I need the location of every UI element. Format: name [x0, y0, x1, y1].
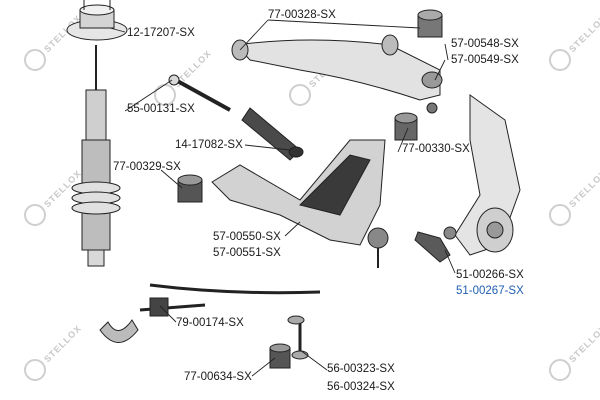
part-label: 79-00174-SX	[176, 317, 244, 329]
part-label: 56-00324-SX	[327, 381, 395, 393]
part-label-highlighted: 51-00267-SX	[456, 285, 524, 297]
bushing-330-part	[394, 112, 418, 141]
upper-control-arm-part	[231, 34, 443, 114]
part-label: 77-00328-SX	[268, 9, 336, 21]
part-label: 77-00329-SX	[113, 161, 181, 173]
steering-knuckle-part	[454, 94, 521, 256]
part-label: 77-00330-SX	[402, 143, 470, 155]
stellox-watermark-logo: STELLOX	[24, 323, 83, 381]
stellox-watermark-logo: STELLOX	[549, 323, 600, 381]
bushing-329-part	[177, 174, 203, 203]
part-label: 12-17207-SX	[127, 27, 195, 39]
steering-boot-part	[241, 107, 304, 161]
part-label: 14-17082-SX	[175, 139, 243, 151]
stabilizer-bar-part	[139, 283, 321, 317]
stellox-watermark-logo: STELLOX	[549, 13, 600, 71]
stellox-watermark-logo: STELLOX	[154, 48, 213, 106]
part-labels: 12-17207-SX 77-00328-SX 57-00548-SX 57-0…	[113, 9, 524, 393]
svg-text:STELLOX: STELLOX	[567, 168, 600, 209]
tie-rod-part	[168, 74, 231, 112]
shock-absorber-part	[71, 45, 121, 267]
stellox-watermark-logo: STELLOX	[549, 168, 600, 226]
stabilizer-bracket-part	[99, 319, 139, 343]
part-label: 57-00549-SX	[451, 54, 519, 66]
stabilizer-link-part	[287, 315, 309, 360]
part-label: 55-00131-SX	[127, 103, 195, 115]
part-label: 57-00551-SX	[213, 247, 281, 259]
part-label: 56-00323-SX	[327, 363, 395, 375]
part-label: 51-00266-SX	[456, 269, 524, 281]
svg-text:STELLOX: STELLOX	[567, 13, 600, 54]
stellox-watermark-logo: STELLOX	[24, 13, 83, 71]
strut-mount-part	[66, 0, 128, 41]
part-label: 57-00550-SX	[213, 231, 281, 243]
svg-text:STELLOX: STELLOX	[42, 323, 83, 364]
bushing-634-part	[269, 343, 291, 369]
lower-control-arm-part	[211, 139, 389, 268]
tie-rod-end-part	[414, 226, 457, 263]
part-label: 57-00548-SX	[451, 38, 519, 50]
bushing-upper-part	[417, 9, 443, 38]
part-label: 77-00634-SX	[184, 371, 252, 383]
svg-text:STELLOX: STELLOX	[567, 323, 600, 364]
leader-lines	[109, 19, 456, 377]
